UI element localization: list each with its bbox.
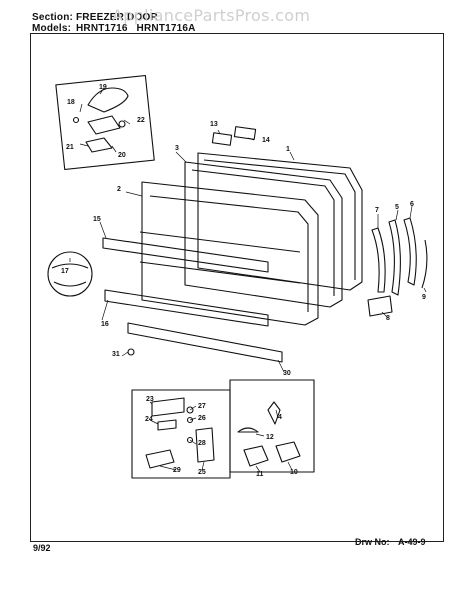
callout-7: 7 xyxy=(375,207,379,214)
door-outer-panel-edge xyxy=(203,159,356,280)
screw-part xyxy=(72,116,80,124)
door-gasket xyxy=(184,161,343,308)
washer-27 xyxy=(186,406,194,414)
callout-1: 1 xyxy=(286,146,290,153)
footer-drawing-label: Drw No: xyxy=(355,537,390,547)
callout-23: 23 xyxy=(146,396,154,403)
leader-lines xyxy=(69,87,427,473)
shelf-end-detail-circle xyxy=(47,251,93,297)
callout-27: 27 xyxy=(198,403,206,410)
hinge-cover-part xyxy=(87,87,129,113)
models-value: HRNT1716 HRNT1716A xyxy=(76,23,196,34)
callout-25: 25 xyxy=(198,469,206,476)
callout-11: 11 xyxy=(256,471,264,478)
hardware-inset-box xyxy=(229,379,315,473)
callout-4: 4 xyxy=(278,414,282,421)
callout-24: 24 xyxy=(145,416,153,423)
label-part-13 xyxy=(211,132,233,146)
callout-31: 31 xyxy=(112,351,120,358)
liner-upper-shelf xyxy=(139,231,301,253)
callout-8: 8 xyxy=(386,315,390,322)
hinge-plate-part xyxy=(85,137,113,153)
screw-part-4 xyxy=(267,401,281,425)
hinge-cover-inset-box xyxy=(55,74,155,171)
hinge-inset-box xyxy=(131,389,231,479)
hinge-part-29 xyxy=(145,449,175,469)
door-outer-panel xyxy=(197,152,363,291)
footer-date: 9/92 xyxy=(33,543,51,553)
shelf-bar-upper xyxy=(102,237,269,273)
callout-17: 17 xyxy=(61,268,69,275)
handle-part-5 xyxy=(388,219,401,296)
callout-26: 26 xyxy=(198,415,206,422)
bracket-part-10 xyxy=(275,441,301,463)
door-liner-inner xyxy=(149,195,309,312)
callout-2: 2 xyxy=(117,186,121,193)
models-label: Models: xyxy=(32,23,72,34)
callout-19: 19 xyxy=(99,84,107,91)
screw-31 xyxy=(127,348,135,356)
breaker-strip xyxy=(127,322,283,363)
callout-28: 28 xyxy=(198,440,206,447)
shelf-end-detail xyxy=(51,263,89,287)
callout-29: 29 xyxy=(173,467,181,474)
callout-10: 10 xyxy=(290,469,298,476)
watermark: AppliancePartsPros.com xyxy=(112,6,311,25)
hinge-bracket-part xyxy=(87,115,121,135)
washer-part xyxy=(118,120,126,128)
footer-drawing-value: A-49-9 xyxy=(398,537,426,547)
callout-13: 13 xyxy=(210,121,218,128)
hinge-part-25 xyxy=(195,427,215,463)
callout-18: 18 xyxy=(67,99,75,106)
callout-14: 14 xyxy=(262,137,270,144)
shelf-bar-lower xyxy=(104,289,269,327)
section-label: Section: xyxy=(32,12,74,23)
callout-30: 30 xyxy=(283,370,291,377)
section-value: FREEZER DOOR xyxy=(76,12,158,23)
handle-part-6 xyxy=(403,217,417,286)
drawing-frame xyxy=(30,33,444,542)
callout-5: 5 xyxy=(395,204,399,211)
door-gasket-inner xyxy=(191,169,335,296)
handle-bracket-8 xyxy=(367,295,393,317)
washer-28 xyxy=(186,436,194,444)
handle-part-9 xyxy=(421,239,428,289)
callout-3: 3 xyxy=(175,145,179,152)
washer-26 xyxy=(186,416,194,424)
door-liner xyxy=(141,181,319,326)
callout-22: 22 xyxy=(137,117,145,124)
handle-part-7 xyxy=(371,227,386,293)
hinge-part-23 xyxy=(151,397,185,417)
callout-16: 16 xyxy=(101,321,109,328)
plug-part-12 xyxy=(237,427,259,433)
callout-20: 20 xyxy=(118,152,126,159)
hinge-part-24 xyxy=(157,419,177,431)
label-part-14 xyxy=(233,126,257,140)
callout-6: 6 xyxy=(410,201,414,208)
liner-lower-shelf xyxy=(139,261,301,284)
callout-21: 21 xyxy=(66,144,74,151)
bracket-part-11 xyxy=(243,445,269,467)
callout-9: 9 xyxy=(422,294,426,301)
callout-15: 15 xyxy=(93,216,101,223)
callout-12: 12 xyxy=(266,434,274,441)
